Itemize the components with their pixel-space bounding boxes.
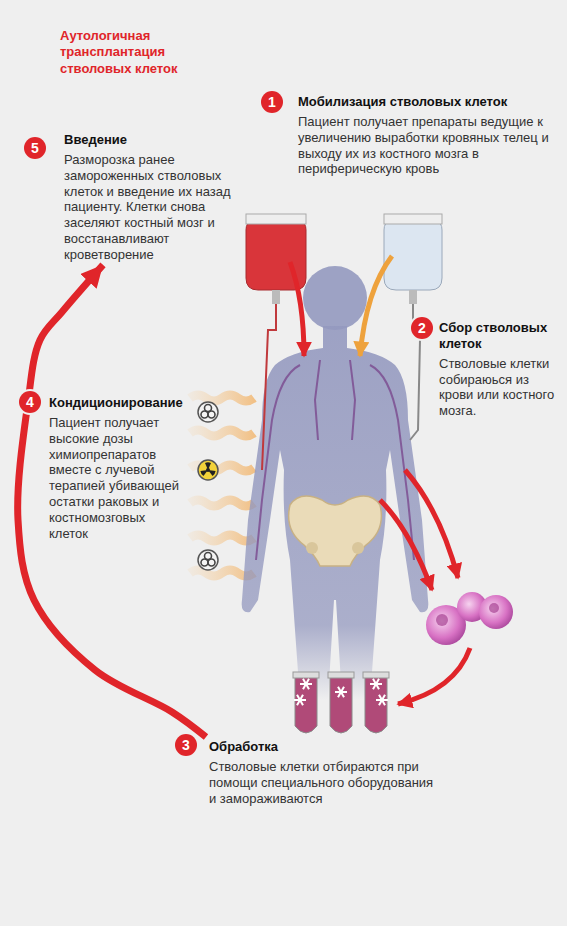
hazard-symbols-part	[198, 550, 218, 570]
test-tubes-part-part	[338, 687, 344, 697]
step-heading: Обработка	[209, 739, 435, 755]
blood-bag	[246, 214, 306, 470]
test-tubes-part-part	[297, 695, 303, 705]
test-tubes	[293, 672, 389, 733]
flow-arrows-part	[290, 262, 304, 356]
pelvis-bone	[289, 496, 382, 566]
cell-bag	[384, 214, 442, 440]
callout-number: 3	[175, 734, 197, 756]
callout-number: 5	[24, 137, 46, 159]
callout-number: 2	[411, 317, 433, 339]
test-tubes-part-part	[303, 679, 309, 689]
flow-arrows-part	[398, 648, 470, 704]
cycle-arrow	[18, 265, 206, 737]
hazard-symbols-part-part	[205, 462, 211, 470]
test-tubes-part-part	[373, 679, 379, 689]
hazard-symbols-part-part	[208, 470, 216, 476]
cell-bag-part	[384, 222, 442, 290]
test-tubes-part	[330, 676, 352, 733]
stem-cells-part	[436, 614, 448, 626]
test-tubes-part	[295, 676, 317, 733]
hazard-symbols-part-part	[198, 460, 218, 480]
step-box: ОбработкаСтволовые клетки отбираются при…	[206, 737, 438, 808]
step-heading: Сбор стволовых клеток	[439, 320, 557, 352]
diagram-title: Аутологичная трансплантация стволовых кл…	[60, 28, 210, 77]
step-description: Пациент получает высокие дозы химиопрепа…	[49, 415, 181, 542]
pelvis-bone-part	[306, 542, 318, 554]
hazard-symbols-part-part	[198, 402, 218, 422]
veins-part	[350, 360, 355, 440]
stem-cells	[426, 592, 513, 645]
cell-bag-part	[384, 214, 442, 224]
test-tubes-part	[294, 679, 388, 705]
veins-part	[315, 360, 320, 440]
hazard-symbols-part-part	[208, 411, 215, 418]
radiation-beams-part	[190, 395, 254, 401]
hazard-symbols-part	[198, 460, 218, 480]
flow-arrows-part	[360, 256, 392, 356]
radiation-beams-part	[190, 535, 254, 541]
radiation-beams	[190, 395, 254, 576]
step-box: Мобилизация стволовых клетокПациент полу…	[295, 92, 553, 179]
hazard-symbols-part-part	[201, 559, 208, 566]
hazard-symbols	[198, 402, 218, 570]
callout-number: 4	[19, 391, 41, 413]
test-tubes-part-part	[379, 695, 385, 705]
test-tubes-part	[363, 672, 389, 678]
step-description: Стволовые клетки отбираются при помощи с…	[209, 759, 435, 807]
cell-bag-part	[409, 290, 417, 304]
test-tubes-part-part	[373, 679, 379, 689]
step-description: Пациент получает препараты ведущие к уве…	[298, 114, 550, 177]
pelvis-bone-part	[352, 542, 364, 554]
radiation-beams-part	[190, 430, 254, 436]
blood-bag-part	[246, 214, 306, 224]
step-heading: Введение	[64, 132, 244, 148]
test-tubes-part-part	[379, 695, 385, 705]
hazard-symbols-part-part	[208, 559, 215, 566]
hazard-symbols-part-part	[201, 411, 208, 418]
radiation-beams-part	[190, 500, 254, 506]
test-tubes-part	[328, 672, 354, 678]
hazard-symbols-part-part	[198, 550, 218, 570]
step-box: КондиционированиеПациент получает высоки…	[46, 393, 184, 544]
step-heading: Кондиционирование	[49, 395, 181, 411]
test-tubes-part	[293, 672, 319, 678]
blood-bag-part	[262, 304, 276, 470]
patient-body-part	[303, 266, 367, 330]
test-tubes-part-part	[297, 695, 303, 705]
pelvis-bone-part	[289, 496, 382, 566]
hazard-symbols-part-part	[200, 470, 208, 476]
test-tubes-part-part	[303, 679, 309, 689]
step-box: Сбор стволовых клетокСтволовые клетки со…	[436, 318, 560, 421]
patient-body	[242, 266, 429, 700]
flow-arrows-part	[380, 500, 432, 590]
patient-body-part	[242, 326, 429, 700]
callout-number: 1	[261, 91, 283, 113]
step-description: Разморозка ранее замороженных стволовых …	[64, 152, 244, 263]
stem-cells-part	[479, 595, 513, 629]
blood-bag-part	[272, 290, 280, 304]
step-description: Стволовые клетки собираюься из крови или…	[439, 356, 557, 419]
hazard-symbols-part	[198, 402, 218, 422]
test-tubes-part-part	[338, 687, 344, 697]
test-tubes-part	[365, 676, 387, 733]
step-box: ВведениеРазморозка ранее замороженных ст…	[61, 130, 247, 265]
flow-arrows-part	[405, 470, 458, 578]
stem-cells-part	[489, 603, 499, 613]
step-heading: Мобилизация стволовых клеток	[298, 94, 550, 110]
